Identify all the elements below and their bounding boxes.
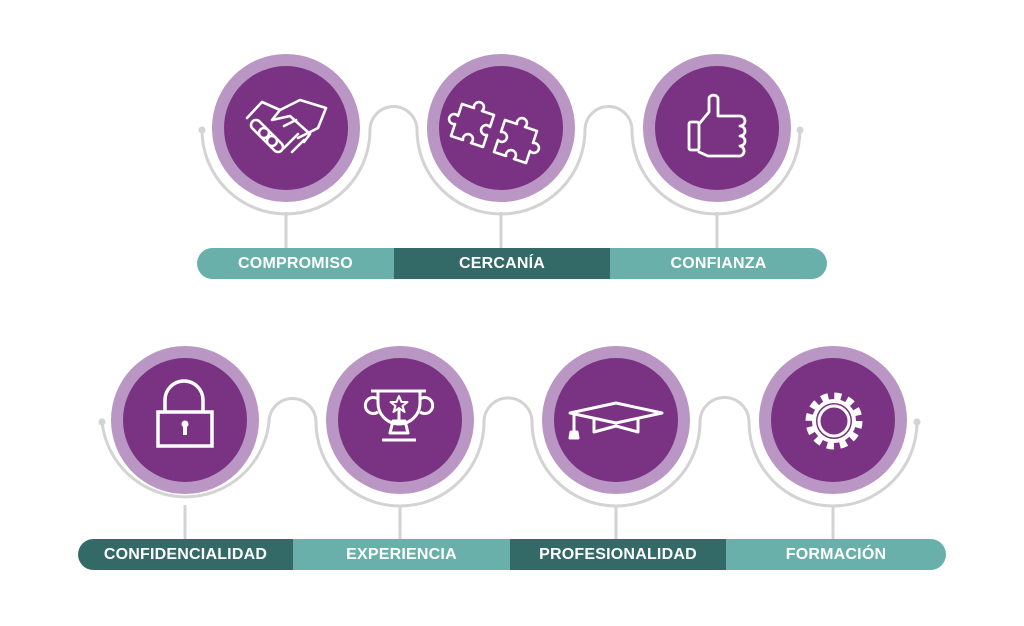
trophy-icon xyxy=(363,389,435,442)
bottom-connector-end-dot xyxy=(913,418,921,426)
bottom-connector-line xyxy=(100,396,919,508)
label-cercania: CERCANÍA xyxy=(394,248,610,279)
puzzle-icon xyxy=(447,100,541,165)
graduation-cap-icon xyxy=(568,401,664,440)
handshake-icon xyxy=(245,98,328,154)
label-formacion: FORMACIÓN xyxy=(726,539,946,570)
label-experiencia: EXPERIENCIA xyxy=(293,539,510,570)
circle-confidencialidad xyxy=(111,346,259,494)
bottom-connector-start-dot xyxy=(98,418,106,426)
top-connector-end-dot xyxy=(796,126,804,134)
thumbs-up-icon xyxy=(687,93,747,158)
label-compromiso: COMPROMISO xyxy=(197,248,394,279)
circle-confianza xyxy=(643,54,791,202)
padlock-icon xyxy=(156,379,214,448)
circle-profesionalidad xyxy=(542,346,690,494)
top-values-bar: COMPROMISO CERCANÍA CONFIANZA xyxy=(197,248,827,279)
label-profesionalidad: PROFESIONALIDAD xyxy=(510,539,726,570)
label-confidencialidad: CONFIDENCIALIDAD xyxy=(78,539,293,570)
circle-compromiso xyxy=(212,54,360,202)
label-confianza: CONFIANZA xyxy=(610,248,827,279)
bottom-values-bar: CONFIDENCIALIDAD EXPERIENCIA PROFESIONAL… xyxy=(78,539,946,570)
gear-icon xyxy=(805,392,863,450)
top-connector-start-dot xyxy=(198,126,206,134)
circle-formacion xyxy=(759,346,907,494)
